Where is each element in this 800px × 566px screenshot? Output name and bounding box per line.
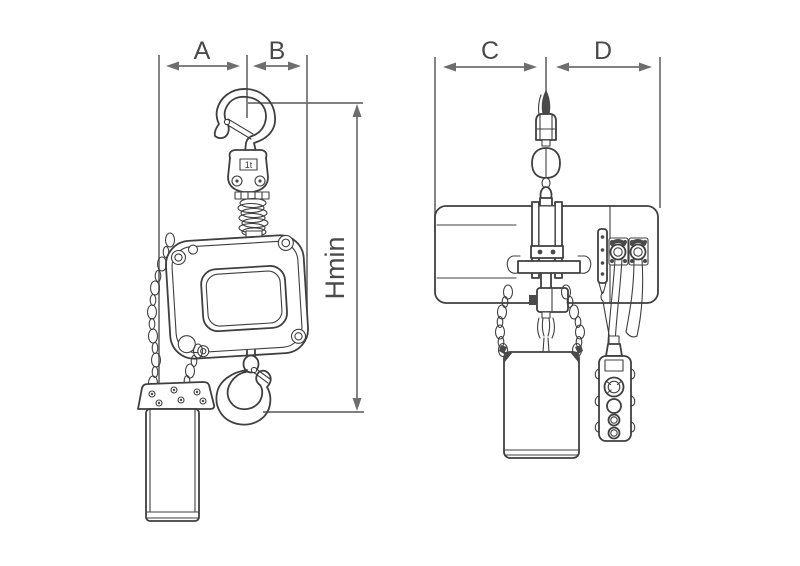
front-view-dimensions: A B Hmin: [158, 37, 364, 413]
bracket-clip-left: [506, 255, 521, 274]
front-bottom-hook: [215, 349, 272, 426]
side-top-hook: [531, 90, 561, 204]
dim-b-arrow-left: [253, 61, 266, 71]
bottom-hook-latch2: [254, 367, 271, 380]
side-hook-shank: [535, 113, 557, 141]
dim-b-arrow-right: [288, 61, 301, 71]
side-load-hook-neck: [541, 311, 551, 319]
strain-relief-hook: [600, 291, 604, 302]
bracket-housing: [538, 205, 556, 247]
dim-c-label: C: [481, 37, 499, 65]
body-bolt-tl: [170, 249, 187, 266]
front-chain-bag: [137, 381, 216, 522]
pendant-button-up[interactable]: [607, 413, 621, 427]
side-view-dimensions: C D: [434, 37, 661, 232]
hmin-arrow-up: [352, 104, 362, 117]
side-chain-bag: [499, 345, 583, 459]
capacity-tag: [239, 158, 258, 171]
pendant-button-power[interactable]: [606, 398, 622, 414]
power-cable-right-edge: [636, 258, 644, 337]
power-cable-open-end: [625, 331, 638, 338]
capacity-tag-label: 1t: [245, 160, 253, 170]
body-bolt-tl2: [187, 244, 199, 255]
body-port: [177, 335, 196, 354]
bracket-clip-right: [577, 255, 592, 274]
dim-a-label: A: [194, 37, 211, 65]
hmin-arrow-down: [352, 398, 362, 411]
front-top-hook: [213, 88, 276, 153]
bag-clamp-left: [504, 352, 513, 363]
hmin-label: Hmin: [320, 236, 350, 299]
bottom-hook-latch-pivot: [250, 366, 258, 374]
chain-guide-latch: [529, 295, 537, 305]
power-cable-left-edge: [625, 258, 635, 333]
side-view: [434, 90, 659, 459]
pendant-cable-boot: [608, 335, 620, 345]
dim-b-label: B: [269, 37, 286, 65]
body-recess-inner: [205, 270, 283, 327]
bag-body: [145, 408, 200, 522]
pendant-label-window: [604, 359, 624, 372]
front-suspension-block: 1t: [227, 149, 270, 200]
side-suspension-bracket: [506, 197, 592, 289]
hook-latch-line1: [225, 123, 252, 140]
front-spring: [237, 197, 269, 242]
dim-c-arrow-left: [443, 62, 456, 72]
side-chain-guide: [529, 287, 569, 313]
emergency-stop-button[interactable]: [603, 376, 625, 398]
body-bolt-br: [290, 328, 307, 344]
dim-c-arrow-right: [524, 62, 537, 72]
side-cable-glands: [597, 228, 649, 342]
pendant-cable-left-edge: [607, 258, 616, 345]
body-bolt-bl: [197, 345, 210, 358]
bracket-clevis: [539, 197, 553, 207]
hook-latch-pivot: [223, 118, 231, 126]
body-bolt-tr: [277, 234, 294, 251]
front-view: 1t: [137, 88, 309, 522]
bag-top-plate: [137, 381, 216, 410]
dim-d-arrow-right: [639, 62, 652, 72]
dim-d-label: D: [594, 37, 612, 65]
strain-relief-clevis: [598, 282, 607, 295]
bottom-hook-latch1: [252, 371, 269, 384]
side-load-hook: [537, 311, 555, 356]
bracket-crossbar: [517, 260, 581, 274]
pendant-gland: [605, 343, 623, 357]
dim-a-arrow-left: [166, 61, 179, 71]
pendant-button-down[interactable]: [607, 426, 621, 440]
dim-d-arrow-left: [556, 62, 569, 72]
side-bag-body: [503, 351, 580, 459]
pendant-control: [594, 335, 636, 442]
front-body: [165, 234, 309, 360]
dim-a-arrow-right: [227, 61, 240, 71]
side-hook-collar: [541, 139, 551, 147]
block-flange: [234, 191, 270, 200]
hook-latch-line2: [227, 118, 254, 135]
bag-clamp-right: [570, 352, 579, 363]
bracket-bolt-plate: [530, 245, 564, 259]
